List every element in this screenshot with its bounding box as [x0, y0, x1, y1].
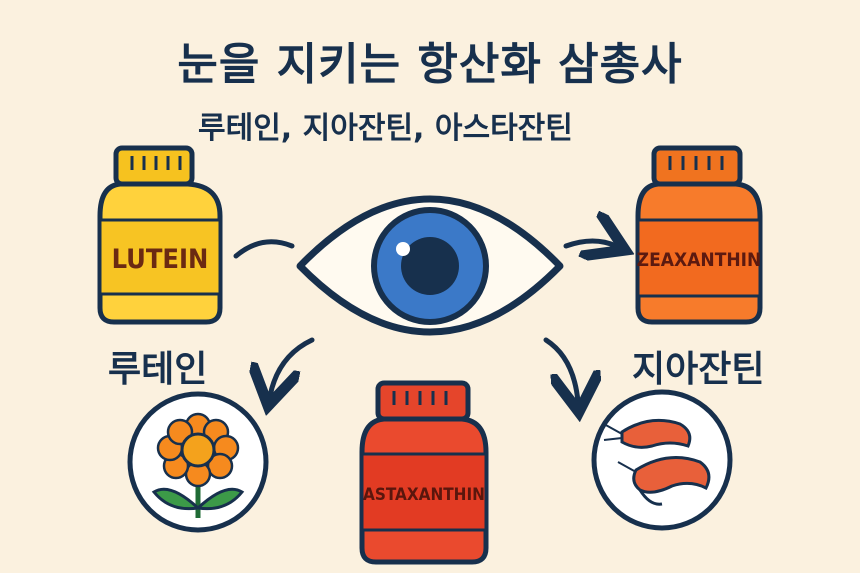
- flower-center: [180, 432, 216, 468]
- zeaxanthin-label: 지아잔틴: [632, 349, 765, 390]
- zeaxanthin-bottle-text: ZEAXANTHIN: [637, 249, 762, 271]
- flower-petals: [156, 412, 240, 488]
- lutein-label: 루테인: [108, 349, 208, 390]
- flower-leaf-left: [151, 487, 202, 511]
- connector-arrows: [233, 239, 616, 402]
- flower-leaf-right: [194, 487, 245, 511]
- zeaxanthin-cap-ridges: [668, 156, 724, 170]
- arrow-lutein-to-eye: [233, 239, 295, 259]
- lutein-cap-ridges: [130, 156, 182, 170]
- eye-highlight: [396, 242, 410, 256]
- page-subtitle: 루테인, 지아잔틴, 아스타잔틴: [198, 111, 573, 146]
- zeaxanthin-bottle: ZEAXANTHIN: [635, 145, 763, 325]
- shrimp-icon: [591, 389, 733, 531]
- astaxanthin-cap-ridges: [392, 391, 448, 405]
- astaxanthin-bottle: ASTAXANTHIN: [359, 380, 489, 565]
- page-title: 눈을 지키는 항산화 삼총사: [177, 39, 683, 90]
- shrimp-top: [603, 418, 692, 449]
- arrow-eye-to-flower: [270, 337, 315, 396]
- eye-icon: [296, 195, 564, 336]
- marigold-flower-icon: [127, 391, 269, 533]
- arrow-eye-to-shrimp: [543, 337, 578, 402]
- shrimp-bottom: [617, 456, 711, 506]
- astaxanthin-bottle-label: [360, 452, 488, 532]
- lutein-bottle-label: [98, 218, 222, 296]
- eye-pupil: [401, 237, 459, 295]
- lutein-bottle: LUTEIN: [97, 145, 223, 325]
- arrow-eye-to-zeaxanthin: [563, 241, 616, 246]
- lutein-bottle-text: LUTEIN: [112, 244, 209, 275]
- astaxanthin-bottle-cap: [375, 380, 471, 422]
- zeaxanthin-bottle-label: [636, 218, 762, 298]
- astaxanthin-bottle-text: ASTAXANTHIN: [363, 485, 485, 505]
